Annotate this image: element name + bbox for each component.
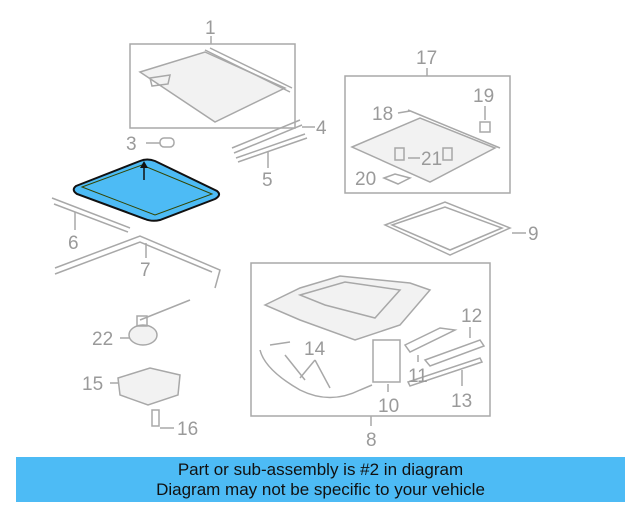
label-12[interactable]: 12 (461, 306, 482, 327)
label-15[interactable]: 15 (82, 374, 103, 395)
label-1[interactable]: 1 (205, 18, 216, 39)
part-17-sunshade-assembly[interactable] (344, 68, 511, 194)
part-2-seal-highlighted[interactable] (72, 158, 221, 222)
label-10[interactable]: 10 (378, 396, 399, 417)
label-7[interactable]: 7 (140, 260, 151, 281)
label-3[interactable]: 3 (126, 134, 137, 155)
label-18[interactable]: 18 (372, 104, 393, 125)
part-8-frame-assembly[interactable] (250, 262, 491, 426)
part-4-strip[interactable] (231, 119, 315, 154)
info-banner: Part or sub-assembly is #2 in diagram Di… (16, 457, 625, 502)
part-9-frame-seal[interactable] (383, 201, 526, 256)
label-20[interactable]: 20 (355, 169, 376, 190)
part-5-strip[interactable] (235, 133, 308, 168)
part-6-strip[interactable] (51, 197, 131, 233)
label-13[interactable]: 13 (451, 391, 472, 412)
label-5[interactable]: 5 (262, 170, 273, 191)
label-17[interactable]: 17 (416, 48, 437, 69)
part-1-roof-panel[interactable] (129, 36, 296, 129)
label-16[interactable]: 16 (177, 419, 198, 440)
label-19[interactable]: 19 (473, 86, 494, 107)
label-21[interactable]: 21 (421, 149, 442, 170)
banner-line-2: Diagram may not be specific to your vehi… (156, 480, 485, 499)
part-3-bolt[interactable] (146, 137, 175, 148)
part-22-motor[interactable] (120, 315, 158, 346)
label-11[interactable]: 11 (408, 366, 428, 387)
label-9[interactable]: 9 (528, 224, 539, 245)
label-4[interactable]: 4 (316, 118, 327, 139)
part-7-molding[interactable] (54, 235, 221, 321)
label-14[interactable]: 14 (304, 339, 326, 360)
part-16-screw[interactable] (151, 409, 174, 429)
banner-line-1: Part or sub-assembly is #2 in diagram (177, 460, 464, 479)
label-22[interactable]: 22 (92, 329, 113, 350)
label-6[interactable]: 6 (68, 233, 79, 254)
label-8[interactable]: 8 (366, 430, 377, 451)
part-15-motor-unit[interactable] (110, 367, 181, 406)
